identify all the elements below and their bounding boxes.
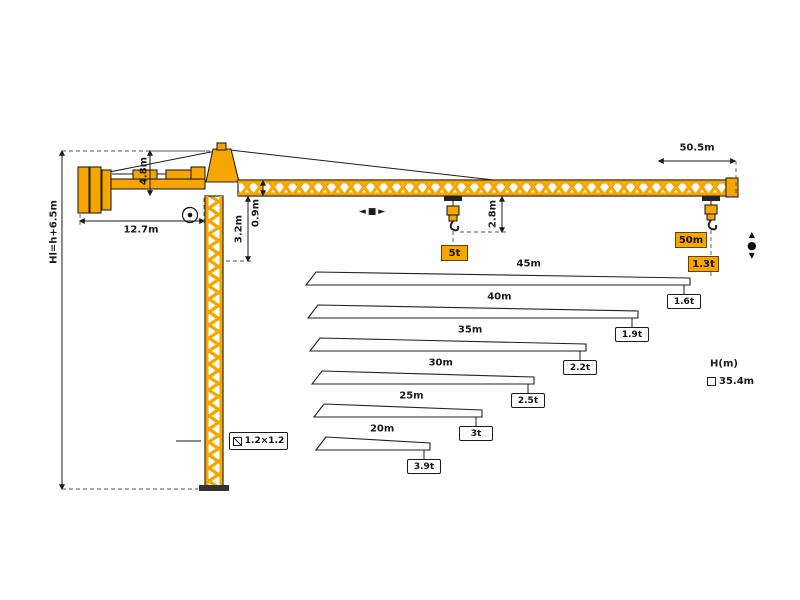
tip-capacity-box: 3.9t [407, 459, 441, 474]
bar-length-label: 45m [516, 258, 541, 270]
hook-up-icon: ▲ [748, 230, 755, 239]
hook-icon [449, 220, 460, 232]
square-icon [707, 377, 716, 386]
dim-slew-height: 3.2m [233, 214, 245, 244]
mast [199, 195, 229, 491]
dim-hook-height: 2.8m [487, 199, 499, 229]
operator-cab [190, 166, 206, 180]
counter-jib [110, 169, 206, 190]
jib-length-bar [314, 436, 431, 451]
tip-radius-badge: 50m [675, 232, 707, 248]
bar-length-label: 20m [369, 423, 395, 435]
max-load-badge: 5t [441, 245, 468, 261]
load-chart-bars [304, 271, 691, 459]
hook-travel-indicator: ▲ ● ▼ [747, 231, 757, 260]
tower-head [205, 142, 240, 183]
section-icon [232, 436, 242, 446]
hook-down-icon: ▼ [748, 251, 755, 260]
dim-counter-jib: 12.7m [123, 224, 159, 236]
mast-section-box: 1.2×1.2 [229, 432, 288, 450]
jib-length-bar [306, 304, 639, 319]
height-note-label: H(m) [710, 358, 738, 370]
tip-capacity-box: 1.6t [667, 294, 701, 309]
jib-length-bar [310, 370, 535, 385]
jib-length-bar [308, 337, 587, 352]
hook-dot-icon: ● [747, 239, 757, 252]
trolley-travel-icon: ◄■► [358, 207, 388, 217]
mast-base [199, 485, 229, 491]
dim-jib-depth: 0.9m [250, 198, 262, 228]
height-note-value-row: 35.4m [707, 376, 754, 387]
bar-length-label: 25m [399, 390, 424, 402]
tip-capacity-badge: 1.3t [688, 256, 719, 272]
jib-length-bar [312, 403, 483, 418]
mast-section-label: 1.2×1.2 [244, 436, 285, 446]
bar-length-label: 40m [487, 291, 512, 303]
hook-icon [707, 219, 718, 231]
height-note-value: 35.4m [719, 376, 755, 387]
tip-capacity-box: 2.5t [511, 393, 545, 408]
dim-apex-height: 4.8m [138, 156, 150, 186]
bar-length-label: 35m [457, 324, 483, 336]
dim-total-height: Hl=h+6.5m [48, 200, 60, 264]
dimension-lines [59, 149, 737, 491]
main-jib [237, 177, 739, 198]
counterweight [77, 166, 112, 214]
jib-length-bar [304, 271, 691, 286]
dim-jib-radius: 50.5m [679, 142, 715, 154]
tip-capacity-box: 1.9t [615, 327, 649, 342]
tip-capacity-box: 2.2t [563, 360, 597, 375]
slewing-icon [181, 206, 199, 224]
tie-bars [93, 149, 521, 184]
bar-length-label: 30m [428, 357, 453, 369]
trolley-hook-mid [444, 196, 462, 245]
tip-capacity-box: 3t [459, 426, 493, 441]
